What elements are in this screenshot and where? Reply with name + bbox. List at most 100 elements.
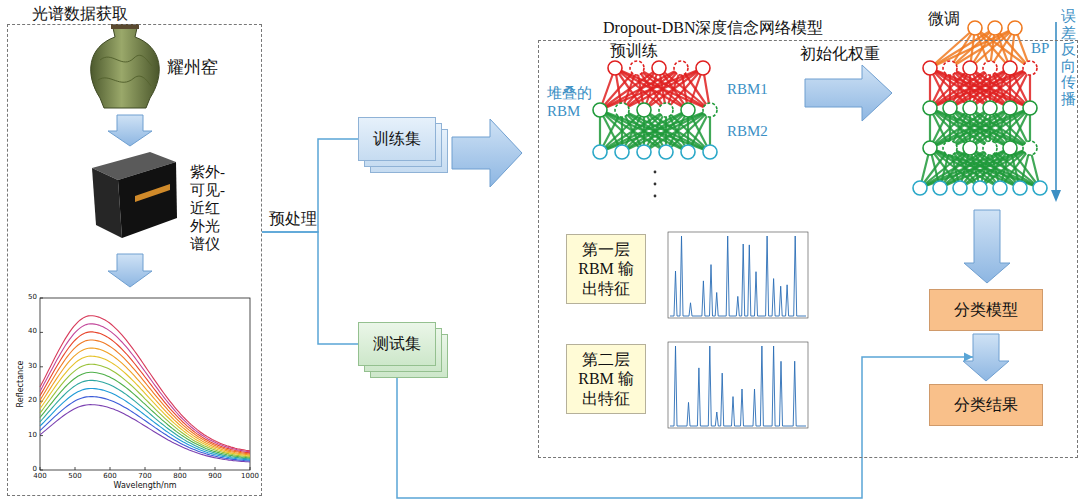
axis-tick [75,467,76,470]
network-neuron [615,145,629,159]
dataset-box: 训练集 [358,117,436,161]
process-box: 分类结果 [929,384,1043,426]
error-arrow-head [1051,190,1061,202]
axis-label: 900 [208,472,221,480]
axis-tick [40,467,41,470]
panel-title: 光谱数据获取 [30,4,130,23]
network-neuron [1003,101,1017,115]
feature-chart-frame [668,342,808,428]
annotation-label: RBM2 [727,122,768,140]
network-weight [600,110,710,152]
dashed-panel: 光谱数据获取 [7,24,262,496]
axis-label: 600 [103,472,116,480]
network-neuron [1023,61,1037,75]
feature-chart-frame [668,232,808,318]
network-weight [930,28,995,68]
axis-label: 1000 [241,472,259,480]
axis-tick [110,467,111,470]
network-neuron [608,61,622,75]
process-box: 第一层 RBM 输出特征 [566,234,646,304]
process-box: 分类模型 [929,289,1043,331]
axis-label: Reflectance [16,361,26,408]
network-weight [930,68,1030,108]
network-weight [600,110,710,152]
network-neuron [637,145,651,159]
ellipsis-dot [654,171,657,174]
network-neuron [943,61,957,75]
network-neuron [593,103,607,117]
network-neuron [1008,21,1022,35]
network-neuron [913,181,927,195]
connector-line [262,232,358,344]
finetune-network [913,21,1047,195]
axis-label: 400 [33,472,46,480]
network-neuron [1023,101,1037,115]
error-arrow-line [1055,22,1057,192]
network-neuron [933,181,947,195]
network-neuron [637,103,651,117]
axis-tick [180,467,181,470]
network-neuron [923,141,937,155]
feature-spikes [670,346,806,426]
network-neuron [681,145,695,159]
annotation-label: 微调 [928,9,960,28]
connector [262,232,358,344]
flow-arrow [805,65,892,121]
chart-frame [40,298,250,470]
network-neuron [983,101,997,115]
spectrum-curve [40,332,250,453]
axis-tick [40,366,43,367]
network-neuron [659,103,673,117]
box-label: 第二层 RBM 输出特征 [571,350,641,408]
axis-label: 40 [28,327,37,335]
axis-label: 800 [173,472,186,480]
connector-line [397,357,973,498]
connector [397,353,973,499]
network-neuron [923,61,937,75]
network-neuron [973,181,987,195]
axis-label: 50 [28,293,37,301]
network-neuron [593,145,607,159]
network-weight [644,110,710,152]
axis-label: 500 [68,472,81,480]
vase-body [91,28,160,108]
box-label: 第一层 RBM 输出特征 [571,240,641,298]
box-label: 测试集 [373,334,421,353]
axis-tick [40,332,43,333]
network-weight [644,68,703,110]
network-neuron [943,141,957,155]
spectrum-curve [40,348,250,455]
flow-arrow [108,115,152,146]
annotation-label: 堆叠的 RBM [547,84,598,120]
network-weight [970,68,1030,108]
spectrum-curve [40,405,250,462]
network-weight [970,108,1030,148]
network-neuron [1023,141,1037,155]
network-weight [930,108,1030,148]
spectrum-curve [40,324,250,452]
box-label: 分类结果 [954,395,1018,414]
feature-spikes [670,236,806,316]
network-neuron [953,181,967,195]
panel-title: Dropout-DBN深度信念网络模型 [601,18,825,37]
network-neuron [1003,141,1017,155]
axis-label: 30 [28,362,37,370]
network-neuron [968,21,982,35]
axis-tick [250,467,251,470]
axis-label: 20 [28,396,37,404]
axis-tick [215,467,216,470]
arrow-head [964,353,973,362]
annotation-label: 耀州窑 [167,58,218,78]
network-neuron [963,101,977,115]
flow-arrow [964,210,1010,283]
connector-line [262,139,358,232]
connector [262,139,358,232]
block-arrow [963,334,1009,381]
network-neuron [943,101,957,115]
network-neuron [1003,61,1017,75]
network-neuron [963,141,977,155]
axis-label: Wavelength/nm [113,481,176,491]
network-neuron [659,145,673,159]
